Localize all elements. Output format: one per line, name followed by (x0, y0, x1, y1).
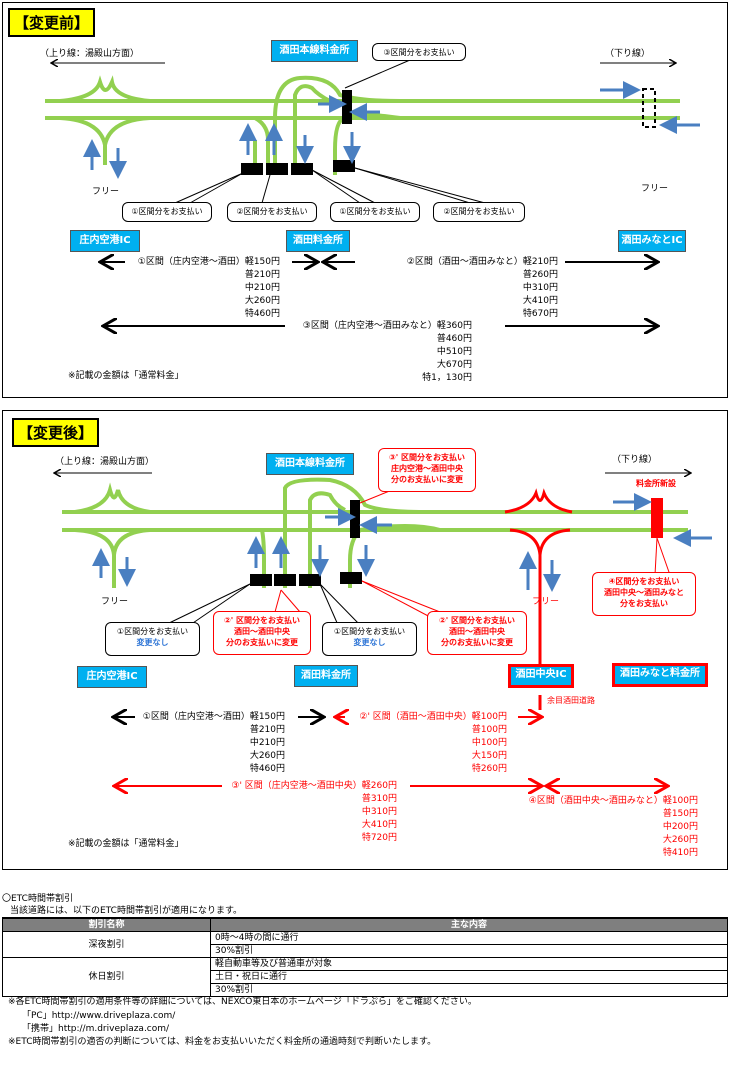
free-label: フリー (92, 187, 120, 197)
callout-3: ①区間分をお支払い (330, 202, 420, 222)
etc-link-pc[interactable]: 「PC」http://www.driveplaza.com/ (22, 1011, 176, 1021)
ic-shonai-airport: 庄内空港IC (77, 666, 147, 688)
after-flow-arrows (92, 493, 712, 592)
table-row: 30%割引 (3, 983, 728, 997)
after-fare-arrows (115, 717, 666, 786)
fare-title: ①区間（庄内空港～酒田）軽150円 (137, 257, 280, 267)
road-diagram (45, 0, 712, 900)
callout-1: ①区間分をお支払い変更なし (105, 622, 200, 656)
toll-sakata: 酒田料金所 (286, 230, 350, 252)
toll-sakata: 酒田料金所 (294, 665, 358, 687)
before-fare-arrows (102, 262, 656, 326)
after-roads (62, 477, 688, 588)
etc-intro: 当該道路には、以下のETC時間帯割引が適用になります。 (10, 906, 243, 916)
road-name: 余目酒田道路 (547, 696, 595, 705)
etc-link-mobile[interactable]: 「携帯」http://m.driveplaza.com/ (22, 1024, 170, 1034)
after-panel (2, 410, 728, 870)
down-direction-label: （下り線） (605, 49, 651, 59)
new-toll-label: 料金所新設 (636, 479, 676, 488)
fare-title: ③区間（庄内空港～酒田みなと）軽360円 (302, 321, 472, 331)
before-flow-arrows (83, 81, 700, 179)
fare-note: ※記載の金額は「通常料金」 (68, 839, 184, 849)
col-header: 割引名称 (2, 917, 211, 932)
fare-note: ※記載の金額は「通常料金」 (68, 371, 184, 381)
col-header: 主な内容 (210, 917, 728, 932)
toll-sakata-minato: 酒田みなと料金所 (612, 663, 708, 687)
down-direction-label: （下り線） (612, 455, 658, 465)
table-row: 休日割引軽自動車等及び普通車が対象 (2, 957, 728, 997)
new-interchange (504, 488, 573, 710)
fare-section-1: ①区間（庄内空港～酒田）軽150円普210円中210円大260円特460円 (137, 257, 280, 319)
fare-title: ③' 区間（庄内空港～酒田中央）軽260円 (231, 781, 397, 791)
fare-title: ②' 区間（酒田～酒田中央）軽100円 (359, 712, 507, 722)
ic-shonai-airport: 庄内空港IC (70, 230, 140, 252)
callout-2: ②区間分をお支払い (227, 202, 317, 222)
callout-3: ①区間分をお支払い変更なし (322, 622, 417, 656)
future-toll-booth (642, 88, 656, 128)
fare-title: ②区間（酒田～酒田みなと）軽210円 (406, 257, 558, 267)
up-direction-label: （上り線：湯殿山方面） (40, 49, 140, 59)
callout-5: ④区間分をお支払い酒田中央～酒田みなと分をお支払い (592, 572, 696, 616)
up-direction-label: （上り線：湯殿山方面） (55, 457, 155, 467)
etc-note-2: ※ETC時間帯割引の適否の判断については、料金をお支払いいただく料金所の通過時刻… (8, 1037, 437, 1047)
free-label: フリー (532, 597, 560, 607)
after-header: 【変更後】 (12, 418, 100, 447)
fare-section-3: ③区間（庄内空港～酒田みなと）軽360円普460円中510円大670円特1，13… (302, 321, 472, 383)
before-roads (45, 75, 680, 175)
after-callout-leaders (164, 489, 671, 626)
fare-section-3prime: ③' 区間（庄内空港～酒田中央）軽260円普310円中310円大410円特720… (231, 781, 397, 843)
fare-section-4: ④区間（酒田中央～酒田みなと）軽100円普150円中200円大260円特410円 (528, 796, 698, 858)
new-toll-booth (651, 498, 663, 538)
fare-section-2prime: ②' 区間（酒田～酒田中央）軽100円普100円中100円大150円特260円 (359, 712, 507, 774)
etc-title: 〇ETC時間帯割引 (2, 894, 73, 904)
mainline-toll-label: 酒田本線料金所 (266, 453, 354, 475)
before-header: 【変更前】 (8, 8, 96, 37)
fare-title: ④区間（酒田中央～酒田みなと）軽100円 (528, 796, 698, 806)
free-label: フリー (101, 597, 129, 607)
ic-sakata-minato: 酒田みなとIC (618, 230, 686, 252)
mainline-toll-label: 酒田本線料金所 (271, 40, 358, 62)
fare-section-1: ①区間（庄内空港～酒田）軽150円普210円中210円大260円特460円 (142, 712, 285, 774)
before-callout-leaders (174, 59, 486, 204)
callout-4: ②' 区間分をお支払い酒田～酒田中央分のお支払いに変更 (427, 611, 527, 655)
fare-section-2: ②区間（酒田～酒田みなと）軽210円普260円中310円大410円特670円 (406, 257, 558, 319)
callout-1: ①区間分をお支払い (122, 202, 212, 222)
callout-4: ②区間分をお支払い (433, 202, 525, 222)
callout-main: ③' 区間分をお支払い庄内空港～酒田中央分のお支払いに変更 (378, 448, 476, 492)
fare-title: ①区間（庄内空港～酒田）軽150円 (142, 712, 285, 722)
ic-sakata-chuo: 酒田中央IC (508, 664, 574, 688)
callout-2: ②' 区間分をお支払い酒田～酒田中央分のお支払いに変更 (213, 611, 311, 655)
free-label: フリー (641, 184, 669, 194)
etc-note-1: ※各ETC時間帯割引の適用条件等の詳細については、NEXCO東日本のホームページ… (8, 997, 477, 1007)
callout-main: ③区間分をお支払い (372, 43, 466, 61)
before-panel (2, 2, 728, 398)
